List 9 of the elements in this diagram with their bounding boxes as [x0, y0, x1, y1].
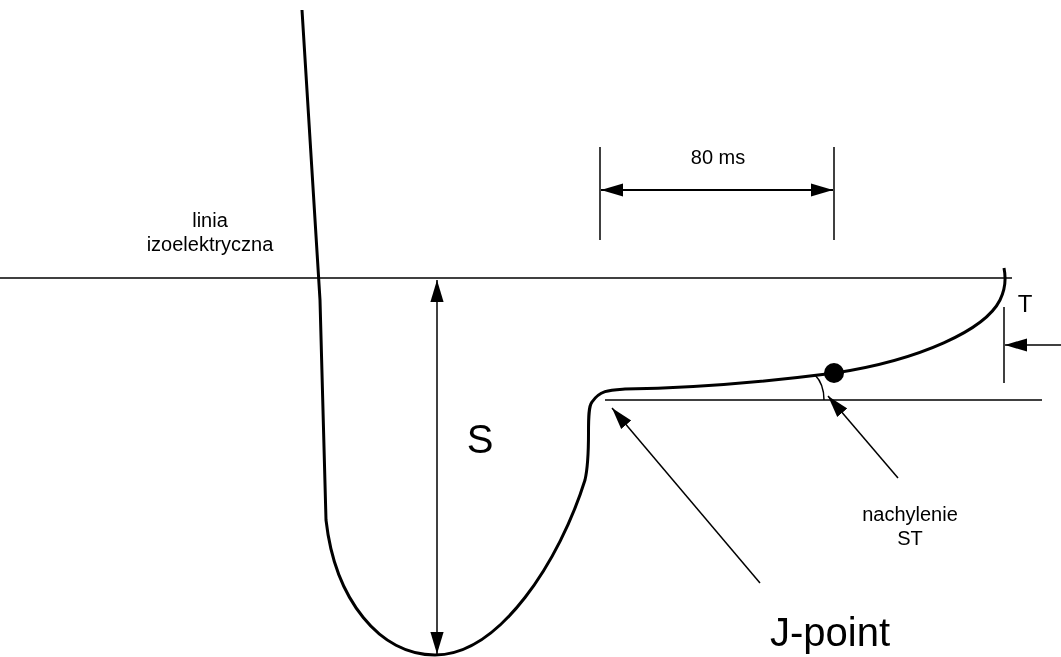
angle-arc: [814, 374, 825, 401]
dimension-label: 80 ms: [690, 146, 746, 168]
wave-label: S: [466, 417, 494, 461]
callout-label: J-point: [769, 610, 891, 654]
wave-label: T: [1017, 290, 1033, 317]
leader-line: [611, 407, 761, 584]
callout-label: nachylenie ST: [862, 503, 958, 549]
axis-label: linia izoelektryczna: [146, 209, 274, 255]
leader-line: [827, 395, 899, 479]
